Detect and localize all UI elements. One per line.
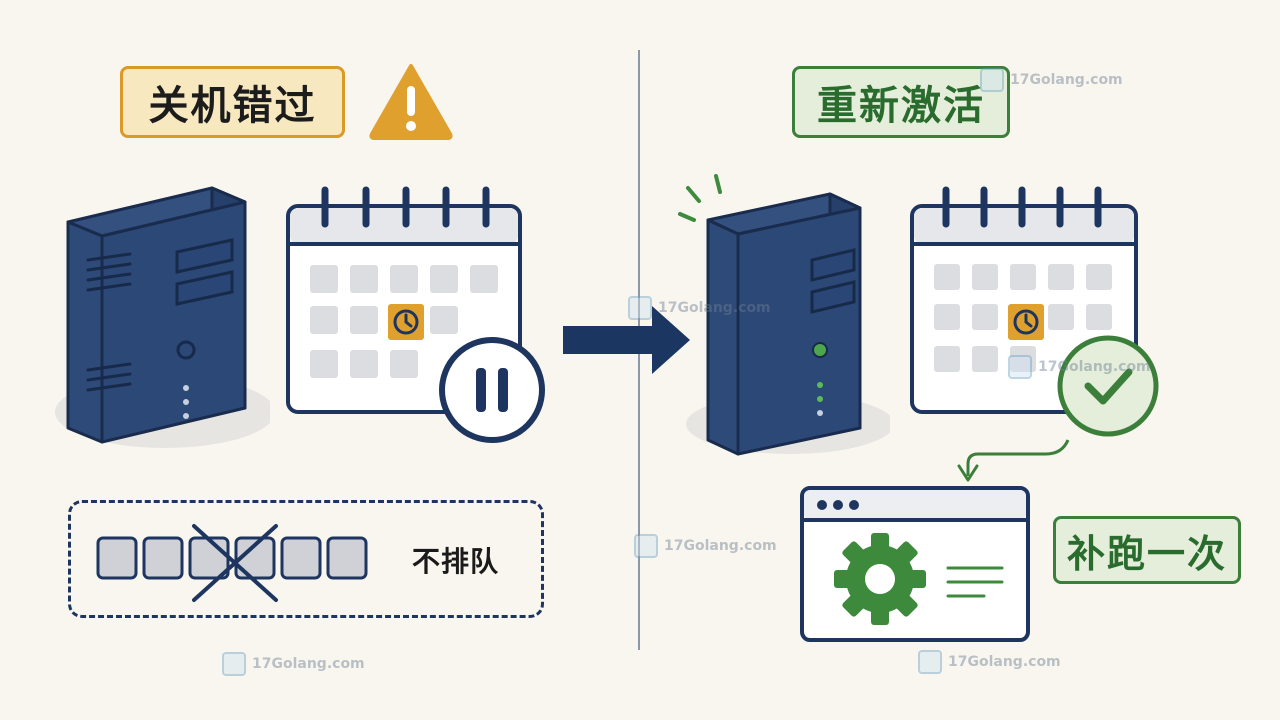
watermark-text: 17Golang.com (948, 654, 1061, 670)
server-tower-on (678, 174, 890, 456)
watermark-logo-icon (918, 650, 942, 674)
job-queue (96, 524, 368, 602)
flow-arrow-icon (957, 439, 1070, 482)
app-window-rerun (800, 486, 1030, 642)
no-queue-label: 不排队 (412, 545, 500, 578)
watermark-text: 17Golang.com (1010, 72, 1123, 88)
warning-triangle-icon (369, 64, 453, 140)
watermark-text: 17Golang.com (252, 656, 365, 672)
cross-out-icon (192, 524, 278, 602)
watermark-text: 17Golang.com (664, 538, 777, 554)
watermark: 17Golang.com (634, 534, 777, 558)
reactivate-label: 重新激活 (792, 66, 1010, 138)
pause-circle-icon (439, 337, 545, 443)
calendar-resumed (910, 186, 1159, 437)
clock-icon (388, 304, 424, 340)
server-tower-off (55, 186, 270, 448)
watermark: 17Golang.com (918, 650, 1061, 674)
rerun-once-label: 补跑一次 (1053, 516, 1241, 584)
clock-icon (1008, 304, 1044, 340)
queue-box (68, 500, 544, 618)
calendar-paused (286, 186, 545, 443)
watermark: 17Golang.com (222, 652, 365, 676)
gear-icon (834, 533, 926, 625)
activation-sparks-icon (678, 174, 722, 222)
right-arrow-icon (563, 306, 690, 374)
check-circle-icon (1057, 335, 1159, 437)
missed-shutdown-label: 关机错过 (120, 66, 345, 138)
watermark-logo-icon (222, 652, 246, 676)
